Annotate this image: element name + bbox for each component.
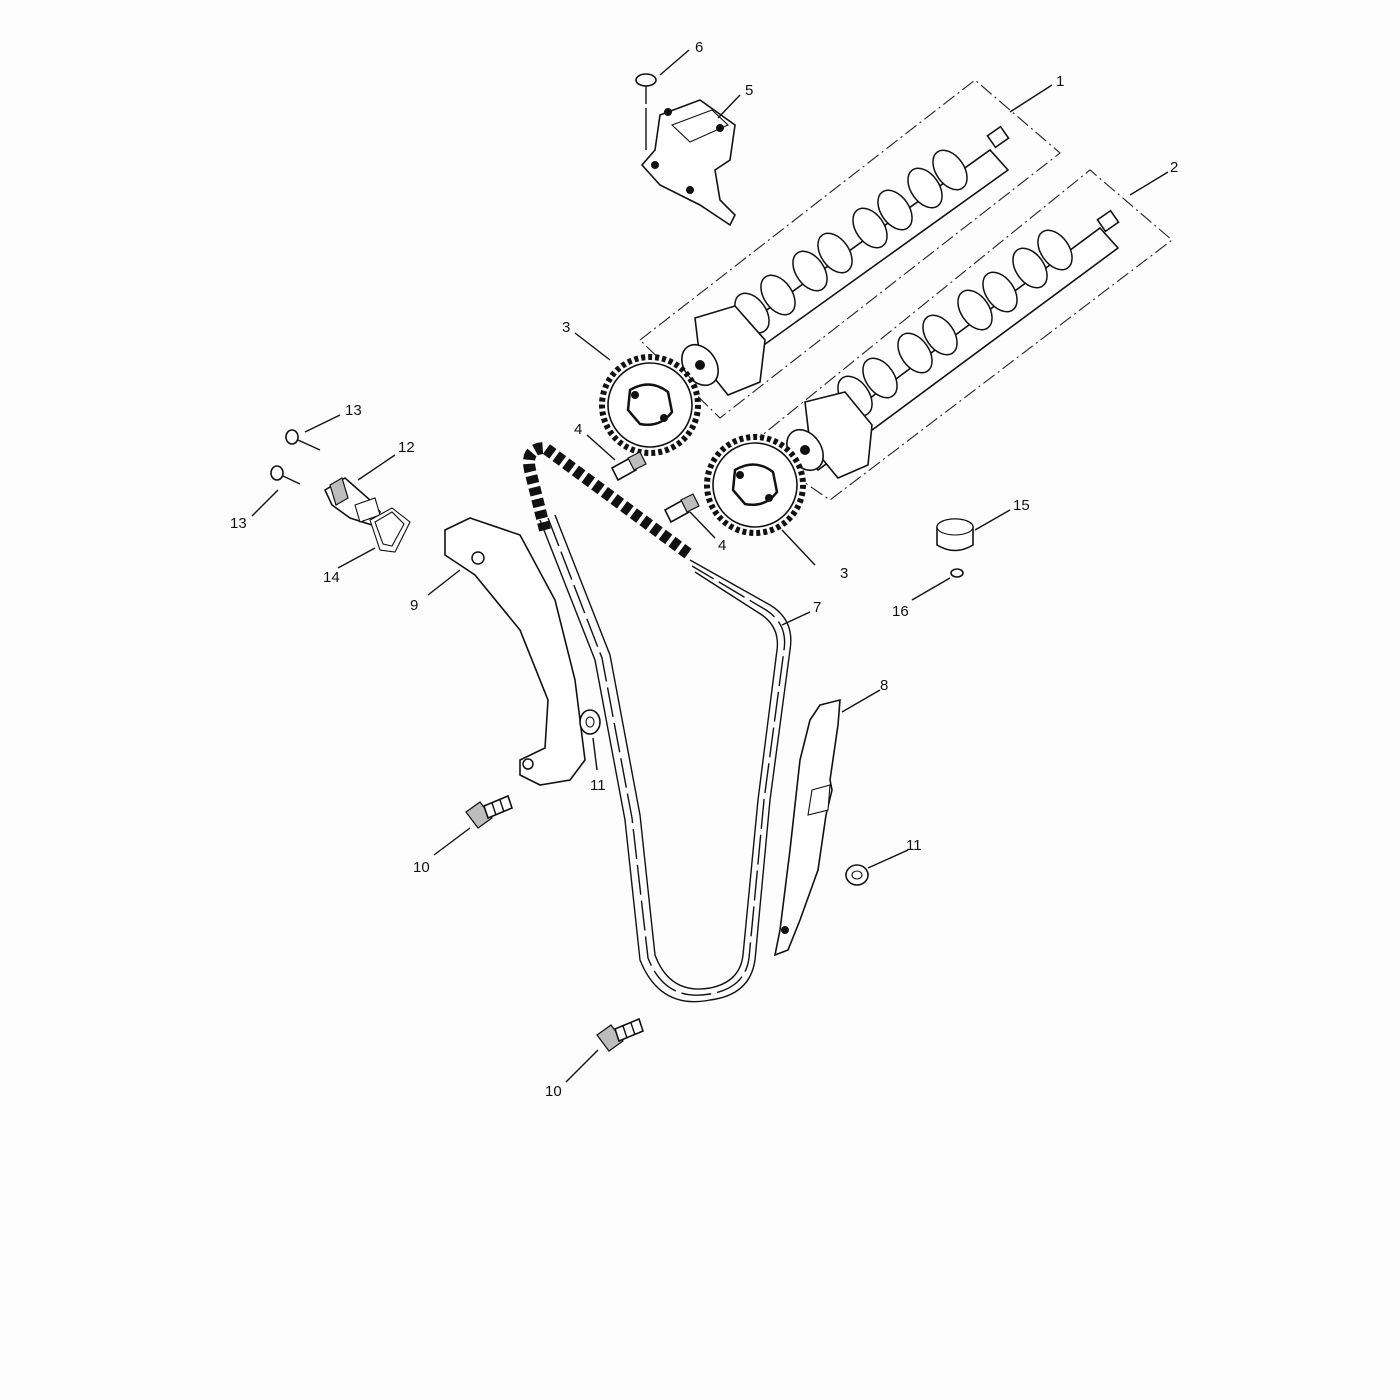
camshaft-bearing-cap-icon	[640, 99, 736, 227]
callout-8: 8	[880, 677, 888, 694]
callout-10-upper: 10	[413, 859, 430, 876]
bucket-tappet-icon	[936, 518, 974, 552]
callout-11-left: 11	[590, 777, 606, 794]
callout-14: 14	[323, 569, 340, 586]
pivot-bolt-icon	[465, 794, 513, 829]
callout-9: 9	[410, 597, 418, 614]
chain-tensioner-blade-icon	[444, 517, 586, 786]
chain-guide-rail-icon	[773, 698, 841, 957]
tensioner-assembly-icon	[323, 477, 381, 526]
leader-lines	[251, 49, 1169, 1083]
callout-2: 2	[1170, 159, 1178, 176]
camshaft-exhaust-icon	[749, 169, 1173, 501]
cam-chain-icon	[523, 441, 792, 1003]
callout-4-lower: 4	[718, 537, 726, 554]
callout-6: 6	[695, 39, 703, 56]
callout-12: 12	[398, 439, 415, 456]
pivot-bolt-icon	[596, 1017, 644, 1052]
callout-1: 1	[1056, 73, 1064, 90]
camshaft-sprocket-icon	[599, 354, 701, 456]
callout-3-lower: 3	[840, 565, 848, 582]
tensioner-gasket-icon	[369, 507, 411, 553]
callout-10-lower: 10	[545, 1083, 562, 1100]
callout-7: 7	[813, 599, 821, 616]
washer-icon	[579, 709, 601, 735]
camshaft-intake-icon	[639, 79, 1061, 419]
callout-11-right: 11	[906, 837, 922, 854]
tensioner-screw-icon	[270, 465, 301, 485]
callout-5: 5	[745, 82, 753, 99]
callout-15: 15	[1013, 497, 1030, 514]
camshaft-sprocket-icon	[704, 434, 806, 536]
callout-4-upper: 4	[574, 421, 582, 438]
washer-icon	[845, 864, 869, 886]
shim-icon	[950, 568, 964, 578]
sprocket-bolt-icon	[610, 451, 647, 482]
bearing-cap-screw-icon	[635, 73, 657, 150]
callout-3-upper: 3	[562, 319, 570, 336]
callout-13-upper: 13	[345, 402, 362, 419]
tensioner-screw-icon	[285, 429, 321, 451]
sprocket-bolt-icon	[663, 493, 700, 524]
callout-13-lower: 13	[230, 515, 247, 532]
callout-16: 16	[892, 603, 909, 620]
